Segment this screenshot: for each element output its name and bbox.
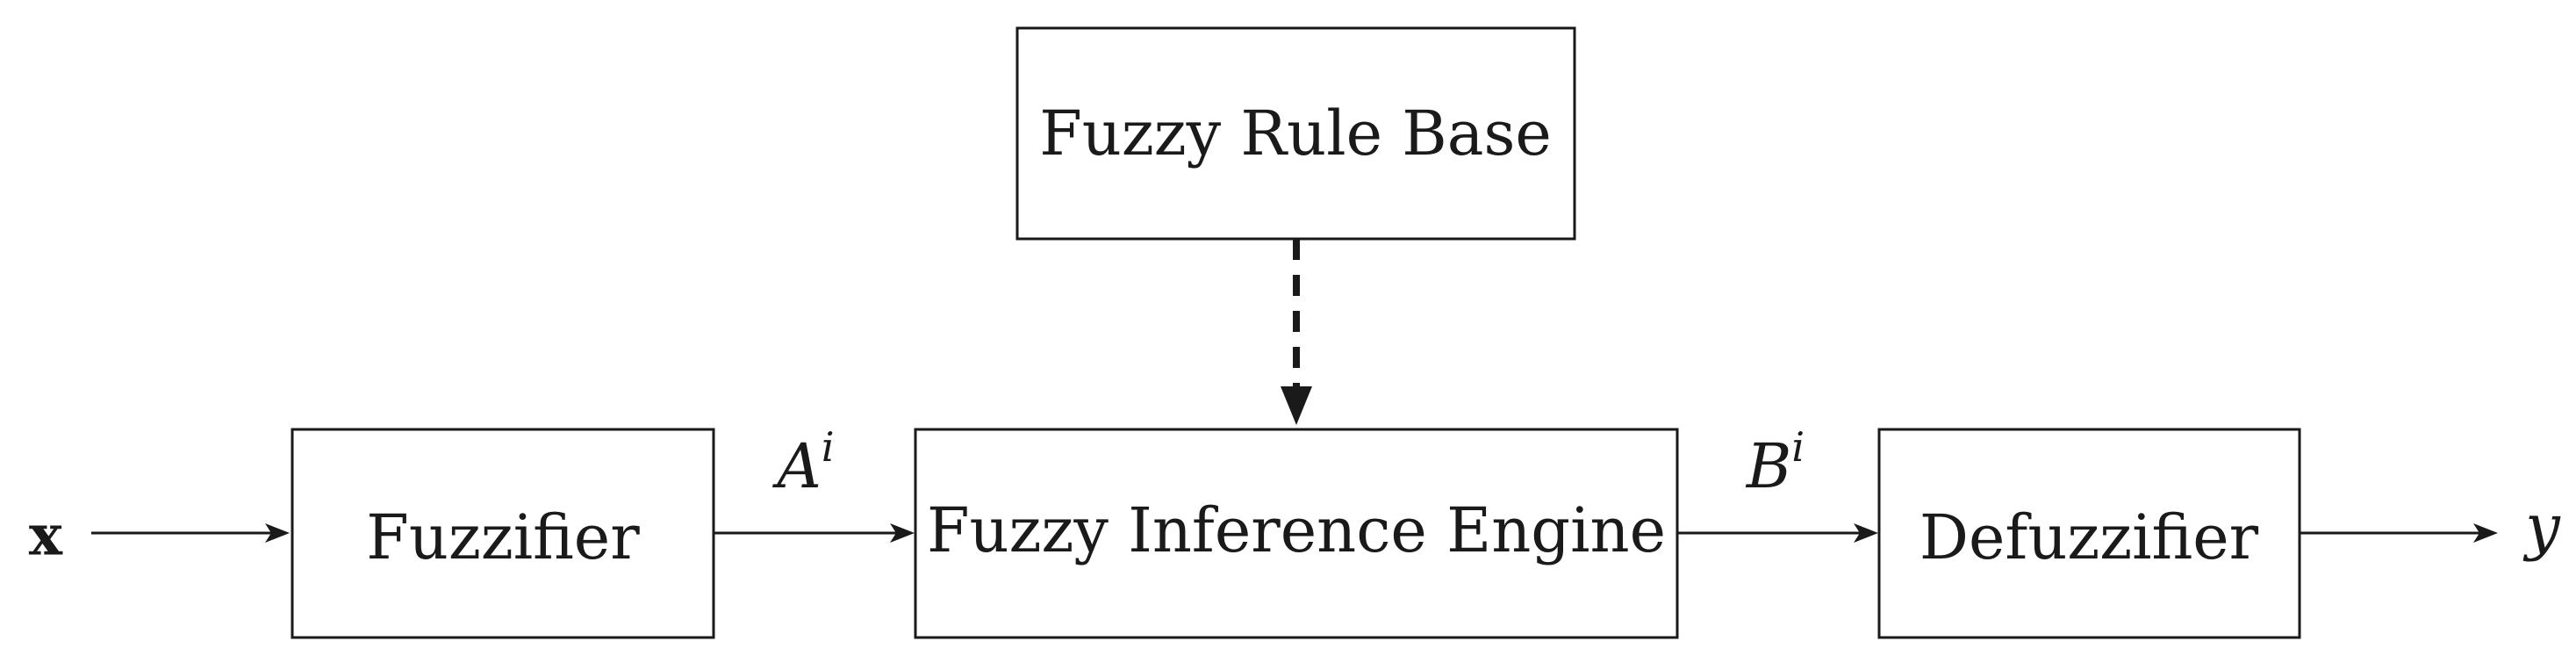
output-y-label: y <box>2522 491 2561 563</box>
fuzzy-output-base: B <box>1745 430 1791 502</box>
fuzzifier-label: Fuzzifier <box>366 501 640 573</box>
rule-base-to-engine-arrow <box>1281 239 1312 425</box>
defuzzifier-box <box>1877 428 2301 639</box>
fuzzy-input-signal-label: Ai <box>771 423 834 502</box>
fuzzy-output-signal-label: Bi <box>1745 423 1805 502</box>
rule-base-arrowhead <box>1281 386 1312 425</box>
fuzzy-input-base: A <box>771 430 822 502</box>
defuzzifier-node: Defuzzifier <box>1877 428 2301 639</box>
rule-base-box <box>1015 26 1576 241</box>
fuzzifier-box <box>291 428 715 639</box>
inference-engine-node: Fuzzy Inference Engine <box>914 428 1679 639</box>
input-x-label: x <box>29 503 63 569</box>
defuzzifier-label: Defuzzifier <box>1919 501 2259 573</box>
input-to-fuzzifier-arrow <box>91 523 290 543</box>
engine-arrowhead <box>1854 523 1878 543</box>
engine-to-defuzzifier-arrow <box>1677 523 1878 543</box>
fuzzy-output-sup: i <box>1791 423 1805 471</box>
fuzzifier-node: Fuzzifier <box>291 428 715 639</box>
inference-engine-label: Fuzzy Inference Engine <box>927 494 1666 566</box>
fuzzy-input-sup: i <box>822 423 835 471</box>
fuzzifier-arrowhead <box>890 523 915 543</box>
rule-base-label: Fuzzy Rule Base <box>1039 97 1552 169</box>
inference-engine-box <box>914 428 1679 639</box>
defuzzifier-to-output-arrow <box>2300 523 2498 543</box>
rule-base-node: Fuzzy Rule Base <box>1015 26 1576 241</box>
output-arrowhead <box>2473 523 2498 543</box>
input-arrowhead <box>265 523 290 543</box>
fuzzifier-to-engine-arrow <box>714 523 915 543</box>
